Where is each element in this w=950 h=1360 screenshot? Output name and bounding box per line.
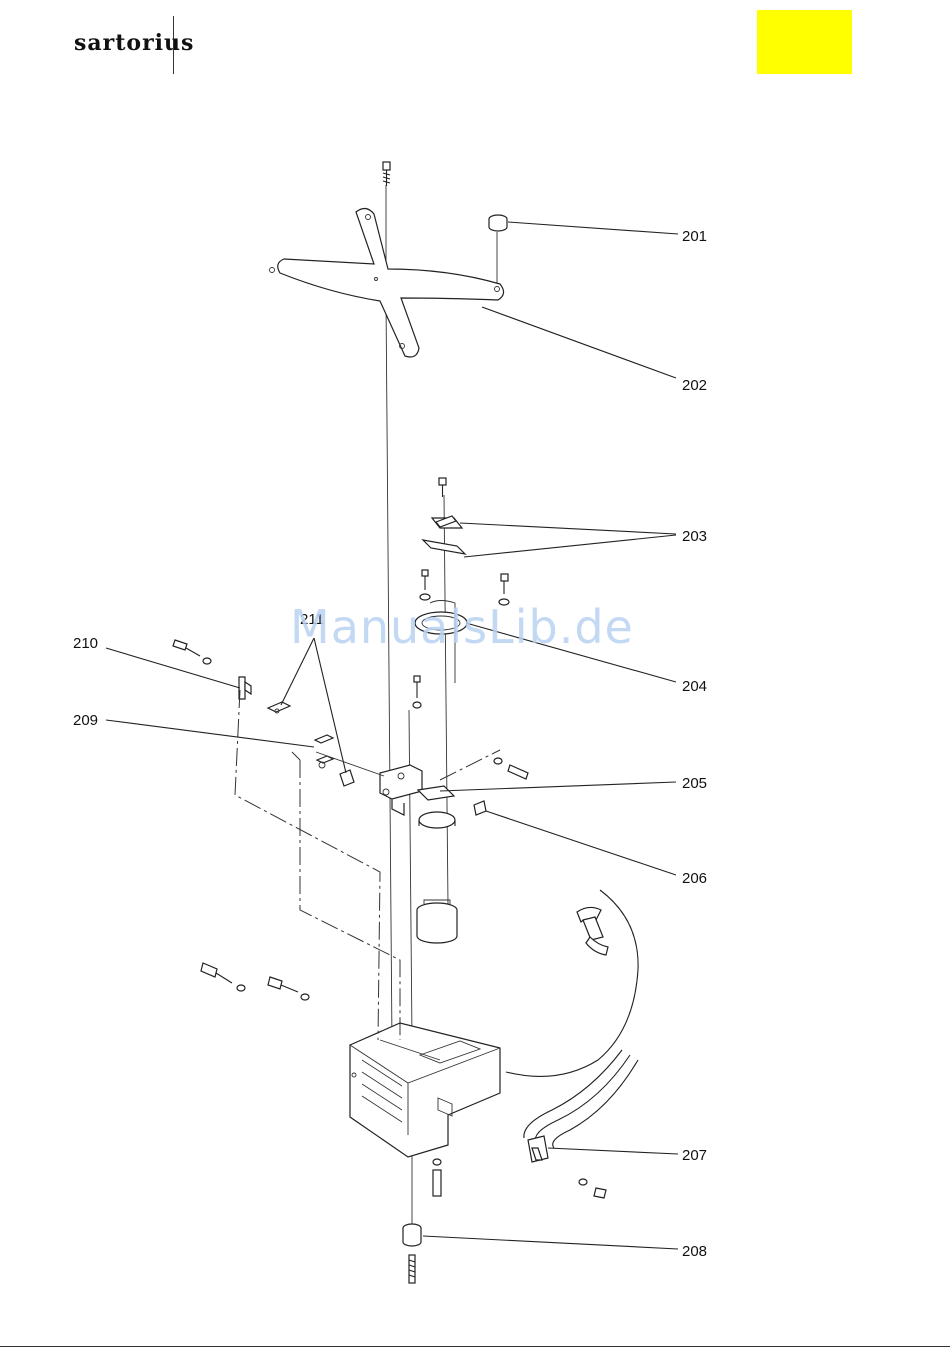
leader-line-203	[460, 523, 676, 534]
base-frame	[350, 1023, 500, 1157]
leader-line-202	[482, 307, 676, 378]
label-201: 201	[682, 228, 707, 245]
axis-line	[386, 300, 392, 1045]
clamp-ring	[419, 812, 455, 828]
clip-parts-211	[268, 702, 354, 786]
small-plate-206	[474, 801, 486, 815]
sleeve-part	[417, 900, 457, 943]
side-screw	[494, 758, 528, 779]
axis-line	[409, 710, 412, 1040]
leader-line-209	[106, 720, 314, 747]
base-screws-left	[201, 963, 309, 1000]
assembly-guide	[292, 752, 300, 760]
label-210: 210	[73, 635, 98, 652]
assembly-guide	[440, 750, 500, 780]
leader-line-208	[423, 1236, 678, 1249]
label-203: 203	[682, 528, 707, 545]
bottom-screw	[433, 1159, 441, 1196]
label-205: 205	[682, 775, 707, 792]
leader-line-201	[508, 222, 678, 234]
footer-divider	[0, 1346, 950, 1347]
leader-line-206	[486, 811, 676, 875]
leader-line-207	[548, 1148, 678, 1154]
axis-line	[444, 495, 448, 905]
bracket-part-205	[380, 676, 454, 815]
label-207: 207	[682, 1147, 707, 1164]
watermark: ManualsLib.de	[290, 600, 634, 654]
small-screw	[420, 570, 430, 600]
leader-line-203	[464, 535, 676, 557]
connector-207	[528, 1136, 606, 1198]
ribbon-cable	[506, 890, 638, 1148]
screw-210-group	[173, 640, 251, 699]
label-202: 202	[682, 377, 707, 394]
label-206: 206	[682, 870, 707, 887]
label-209: 209	[73, 712, 98, 729]
top-screw	[383, 162, 390, 186]
assembly-guide	[235, 690, 380, 1040]
leader-line-205	[440, 782, 676, 791]
label-204: 204	[682, 678, 707, 695]
label-208: 208	[682, 1243, 707, 1260]
pad-part-201	[489, 215, 507, 283]
assembly-guide	[300, 760, 400, 1040]
leader-line-210	[106, 648, 240, 688]
spacer-208	[403, 1224, 421, 1283]
